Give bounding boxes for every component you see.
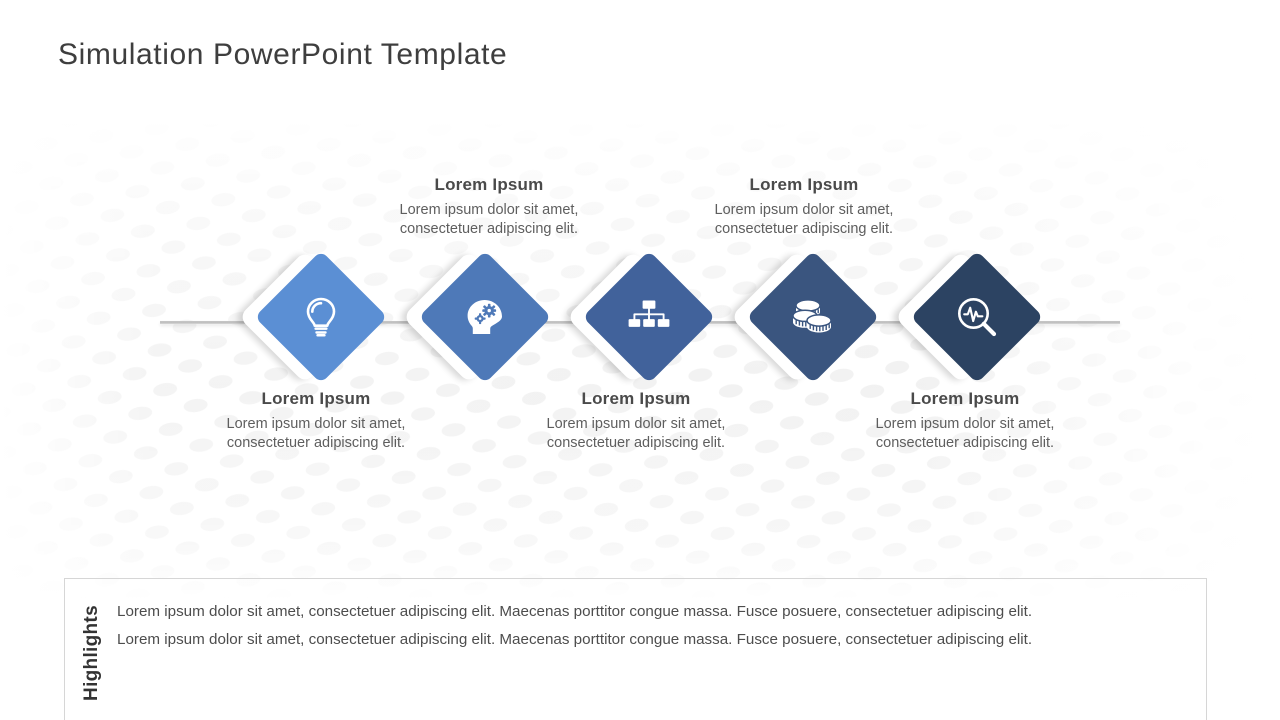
caption-title: Lorem Ipsum xyxy=(434,175,544,194)
stacked-coins-icon xyxy=(766,270,860,364)
process-node-2[interactable] xyxy=(402,250,552,384)
caption-title: Lorem Ipsum xyxy=(910,389,1020,408)
highlights-list: Lorem ipsum dolor sit amet, consectetuer… xyxy=(117,598,1192,655)
caption-body: Lorem ipsum dolor sit amet, consectetuer… xyxy=(714,202,894,238)
caption-title: Lorem Ipsum xyxy=(581,389,691,408)
process-node-3[interactable] xyxy=(566,250,716,384)
highlights-label-text: Highlights xyxy=(81,605,103,701)
org-chart-icon xyxy=(602,270,696,364)
caption-node-1: Lorem Ipsum Lorem ipsum dolor sit amet, … xyxy=(201,388,431,454)
highlights-item: Lorem ipsum dolor sit amet, consectetuer… xyxy=(117,603,1033,620)
highlights-label: Highlights xyxy=(79,597,105,709)
caption-body: Lorem ipsum dolor sit amet, consectetuer… xyxy=(226,416,406,452)
highlights-item: Lorem ipsum dolor sit amet, consectetuer… xyxy=(117,631,1033,649)
caption-body: Lorem ipsum dolor sit amet, consectetuer… xyxy=(875,416,1055,452)
caption-node-5: Lorem Ipsum Lorem ipsum dolor sit amet, … xyxy=(850,388,1080,454)
process-diagram xyxy=(160,250,1120,384)
highlights-panel: Highlights Lorem ipsum dolor sit amet, c… xyxy=(64,578,1207,720)
magnifier-pulse-icon xyxy=(930,270,1024,364)
process-node-1[interactable] xyxy=(238,250,388,384)
process-node-5[interactable] xyxy=(894,250,1044,384)
process-node-4[interactable] xyxy=(730,250,880,384)
head-with-gears-icon xyxy=(438,270,532,364)
caption-node-2: Lorem Ipsum Lorem ipsum dolor sit amet, … xyxy=(374,174,604,240)
caption-title: Lorem Ipsum xyxy=(749,175,859,194)
caption-node-3: Lorem Ipsum Lorem ipsum dolor sit amet, … xyxy=(521,388,751,454)
page-title: Simulation PowerPoint Template xyxy=(58,38,508,71)
caption-node-4: Lorem Ipsum Lorem ipsum dolor sit amet, … xyxy=(689,174,919,240)
lightbulb-icon xyxy=(274,270,368,364)
caption-body: Lorem ipsum dolor sit amet, consectetuer… xyxy=(546,416,726,452)
caption-title: Lorem Ipsum xyxy=(261,389,371,408)
caption-body: Lorem ipsum dolor sit amet, consectetuer… xyxy=(399,202,579,238)
